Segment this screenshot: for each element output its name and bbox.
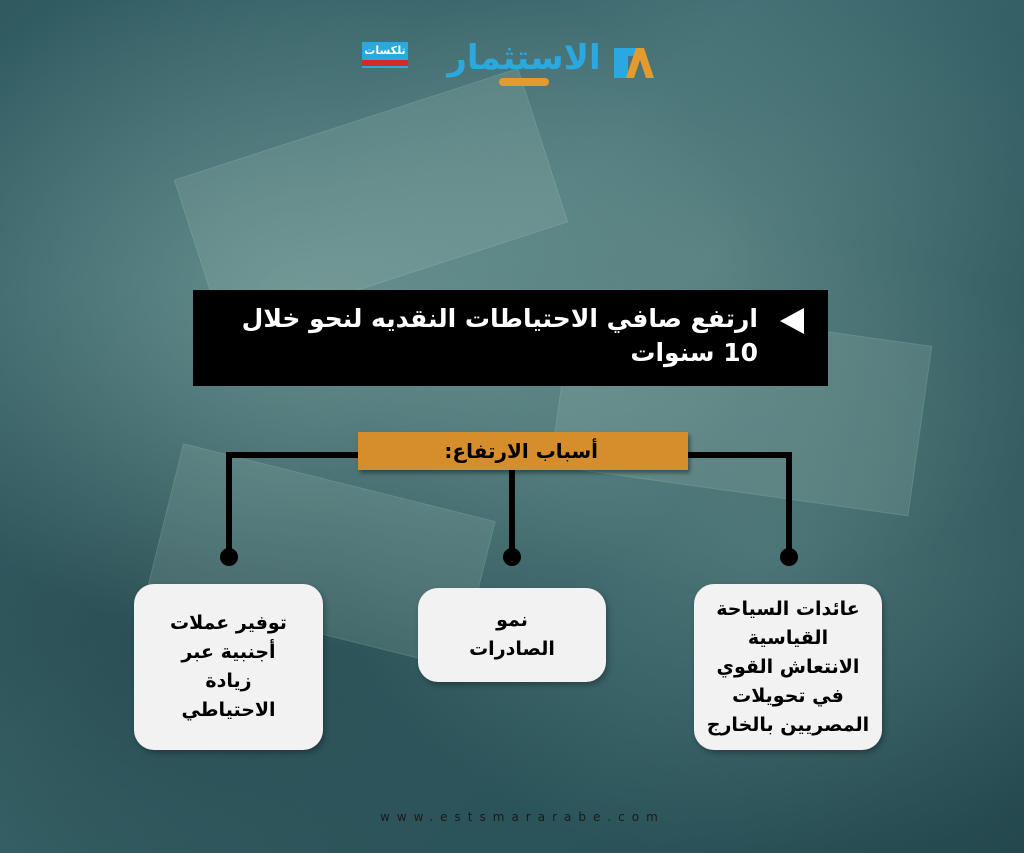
reason-text: نمو الصادرات [469,609,555,660]
headline-box: ارتفع صافي الاحتياطات النقديه لنحو خلال … [193,290,828,386]
reason-card-reserves: توفير عملات أجنبية عبر زيادة الاحتياطي [134,584,323,750]
footer-url: www.estsmararabe.com [380,810,665,824]
logo-tagline [499,78,549,86]
reason-card-exports: نمو الصادرات [418,588,606,682]
reason-text: توفير عملات أجنبية عبر زيادة الاحتياطي [170,612,287,721]
triangle-bullet-icon [780,308,804,334]
telexat-logo: تلكسات [362,42,408,68]
logo-bar: تلكسات الاستثمار [0,38,1024,88]
connector-right [786,452,792,556]
reason-text: عائدات السياحة القياسية الانتعاش القوي ف… [706,597,870,736]
connector-dot [780,548,798,566]
connector-dot [503,548,521,566]
connector-middle [509,458,515,556]
connector-dot [220,548,238,566]
headline-text: ارتفع صافي الاحتياطات النقديه لنحو خلال … [241,304,758,367]
connector-left [226,452,232,556]
reasons-label: أسباب الارتفاع: [358,432,688,470]
reason-card-tourism: عائدات السياحة القياسية الانتعاش القوي ف… [694,584,882,750]
fa-logo [614,48,654,78]
alestethmar-logo: الاستثمار [434,38,614,86]
